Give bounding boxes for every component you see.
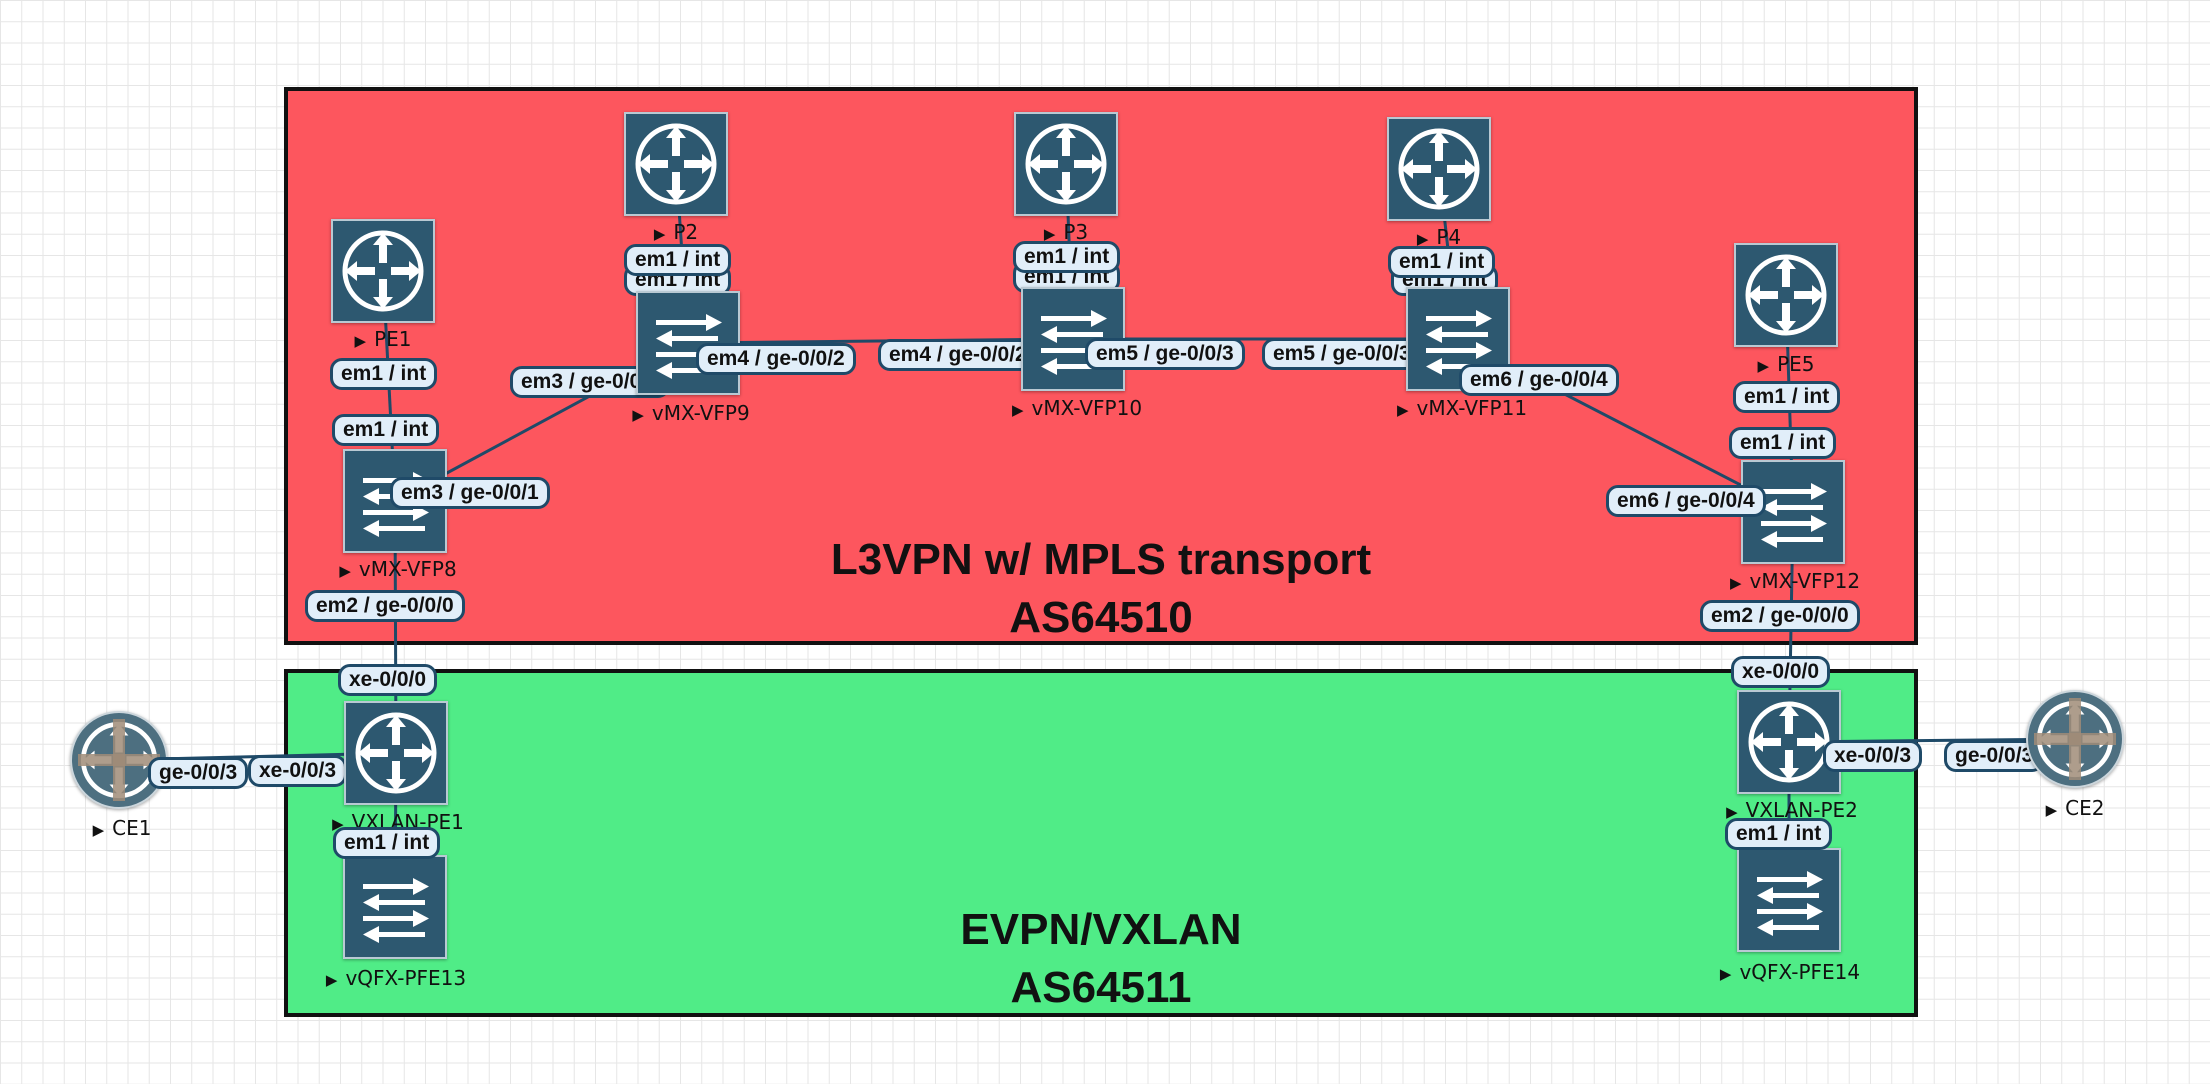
interface-label-vmx-vfp11[interactable]: em5 / ge-0/0/3 xyxy=(1262,338,1422,370)
switch-vqfx-pfe14-icon[interactable] xyxy=(1737,848,1841,952)
interface-label-vmx-vfp8[interactable]: em3 / ge-0/0/1 xyxy=(390,477,550,509)
evpn-zone[interactable]: EVPN/VXLAN AS64511 xyxy=(284,669,1918,1017)
zone-as-number: AS64510 xyxy=(1009,593,1193,642)
switch-vmx-vfp12-icon[interactable] xyxy=(1741,460,1845,564)
node-label-ce2: ▶CE2 xyxy=(2045,796,2105,820)
interface-label-vxlan-pe1[interactable]: xe-0/0/3 xyxy=(248,755,348,787)
node-label-vmx-vfp11: ▶vMX-VFP11 xyxy=(1396,396,1528,420)
interface-label-pe1[interactable]: em1 / int xyxy=(330,358,438,390)
node-label-vqfx-pfe13: ▶vQFX-PFE13 xyxy=(325,966,467,990)
router-ce1-icon[interactable] xyxy=(70,711,168,809)
router-p2-icon[interactable] xyxy=(624,112,728,216)
interface-label-p3[interactable]: em1 / int xyxy=(1013,241,1121,273)
node-label-p4: ▶P4 xyxy=(1416,225,1462,249)
interface-label-vmx-vfp8[interactable]: em2 / ge-0/0/0 xyxy=(305,590,465,622)
zone-title: L3VPN w/ MPLS transport xyxy=(830,535,1372,584)
interface-label-vmx-vfp10[interactable]: em4 / ge-0/0/2 xyxy=(878,339,1038,371)
interface-label-vmx-vfp8[interactable]: em1 / int xyxy=(332,414,440,446)
interface-label-p2[interactable]: em1 / int xyxy=(624,244,732,276)
router-vxlan-pe1-icon[interactable] xyxy=(344,701,448,805)
node-label-vmx-vfp9: ▶vMX-VFP9 xyxy=(632,401,750,425)
router-p4-icon[interactable] xyxy=(1387,117,1491,221)
node-label-vmx-vfp8: ▶vMX-VFP8 xyxy=(339,557,457,581)
interface-label-vmx-vfp10[interactable]: em5 / ge-0/0/3 xyxy=(1085,338,1245,370)
interface-label-vmx-vfp12[interactable]: em6 / ge-0/0/4 xyxy=(1606,485,1766,517)
interface-label-vmx-vfp9[interactable]: em4 / ge-0/0/2 xyxy=(696,343,856,375)
node-label-vqfx-pfe14: ▶vQFX-PFE14 xyxy=(1719,960,1861,984)
node-label-p2: ▶P2 xyxy=(653,220,699,244)
switch-vqfx-pfe13-icon[interactable] xyxy=(343,855,447,959)
node-label-pe5: ▶PE5 xyxy=(1757,352,1815,376)
interface-label-vmx-vfp12[interactable]: em1 / int xyxy=(1729,427,1837,459)
interface-label-ce1[interactable]: ge-0/0/3 xyxy=(148,757,249,789)
router-ce2-icon[interactable] xyxy=(2026,690,2124,788)
interface-label-pe5[interactable]: em1 / int xyxy=(1733,381,1841,413)
router-p3-icon[interactable] xyxy=(1014,112,1118,216)
zone-as-number: AS64511 xyxy=(1010,963,1192,1012)
node-label-pe1: ▶PE1 xyxy=(354,327,412,351)
interface-label-vmx-vfp12[interactable]: em2 / ge-0/0/0 xyxy=(1700,600,1860,632)
interface-label-vxlan-pe2[interactable]: xe-0/0/0 xyxy=(1731,656,1831,688)
node-label-ce1: ▶CE1 xyxy=(92,816,152,840)
switch-vmx-vfp11-icon[interactable] xyxy=(1406,287,1510,391)
interface-label-p4[interactable]: em1 / int xyxy=(1388,246,1496,278)
node-label-vmx-vfp12: ▶vMX-VFP12 xyxy=(1729,569,1861,593)
node-label-vmx-vfp10: ▶vMX-VFP10 xyxy=(1011,396,1143,420)
interface-label-vxlan-pe2[interactable]: xe-0/0/3 xyxy=(1823,740,1923,772)
interface-label-vmx-vfp11[interactable]: em6 / ge-0/0/4 xyxy=(1459,364,1619,396)
interface-label-ce2[interactable]: ge-0/0/3 xyxy=(1944,740,2045,772)
router-vxlan-pe2-icon[interactable] xyxy=(1737,690,1841,794)
router-pe5-icon[interactable] xyxy=(1734,243,1838,347)
interface-label-vxlan-pe1[interactable]: xe-0/0/0 xyxy=(338,664,438,696)
interface-label-vqfx-pfe14[interactable]: em1 / int xyxy=(1725,818,1833,850)
interface-label-vqfx-pfe13[interactable]: em1 / int xyxy=(333,827,441,859)
router-pe1-icon[interactable] xyxy=(331,219,435,323)
zone-title: EVPN/VXLAN xyxy=(960,905,1242,954)
node-label-p3: ▶P3 xyxy=(1043,220,1089,244)
